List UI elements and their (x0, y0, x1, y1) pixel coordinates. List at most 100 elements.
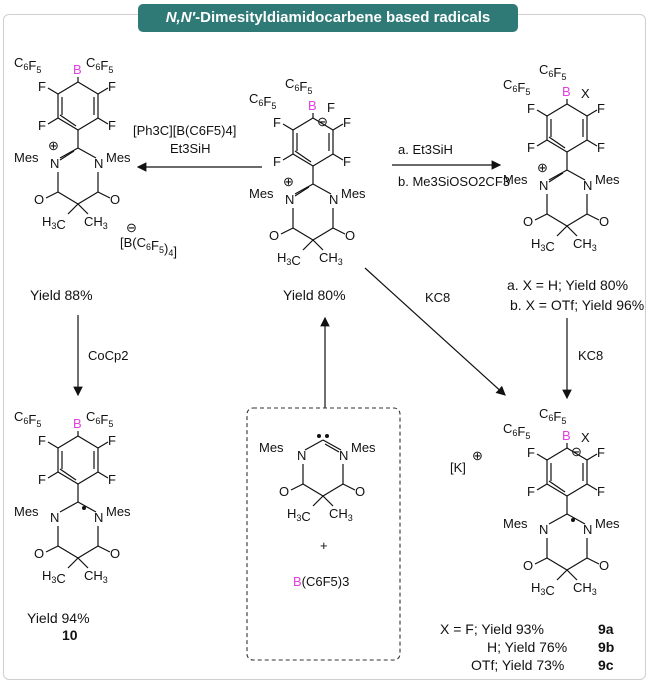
methyl: H3C (42, 568, 66, 586)
aryl-ring-bond (566, 447, 588, 461)
c6f5-group: C6F5 (539, 62, 566, 82)
methyl: H3C (531, 236, 555, 254)
methyl: H3C (277, 250, 301, 268)
fluorine: F (597, 484, 605, 499)
ring-bond (322, 483, 344, 497)
carbonyl-bond (586, 557, 600, 565)
mesityl: Mes (106, 150, 131, 165)
nitrogen: N (329, 192, 338, 207)
counterion-borate: [B(C6F5)4] (120, 235, 177, 259)
carbonyl-bond (586, 213, 600, 221)
oxygen: O (345, 228, 355, 243)
ring-bond (77, 501, 97, 513)
aryl-ring-bond (57, 117, 79, 131)
methyl-bond (556, 225, 568, 237)
boron-atom: B (562, 428, 571, 443)
fluorine: F (527, 101, 535, 116)
c-f-bond (536, 483, 548, 491)
aryl-ring-bond (77, 117, 99, 131)
ring-bond (302, 483, 324, 497)
fluorine: F (108, 79, 116, 94)
methyl-bond (566, 225, 578, 237)
ring-bond (59, 501, 79, 513)
mesityl: Mes (249, 186, 274, 201)
positive-charge: ⊕ (283, 174, 294, 189)
oxygen: O (523, 558, 533, 573)
oxygen: O (269, 228, 279, 243)
aryl-ring-bond (77, 81, 99, 95)
mesityl: Mes (595, 172, 620, 187)
caption-br-3: OTf; Yield 73% (471, 657, 564, 673)
oxygen: O (355, 484, 365, 499)
boron-atom: B (308, 98, 317, 113)
caption-br-1: X = F; Yield 93% (440, 621, 544, 637)
c-f-bond (332, 153, 344, 161)
fluorine: F (527, 140, 535, 155)
mesityl: Mes (106, 504, 131, 519)
c-f-bond (47, 471, 59, 479)
aryl-double-bond (294, 150, 312, 163)
boron-atom: B (73, 62, 82, 77)
carbene-lone-pair (325, 434, 329, 438)
methyl-bond (566, 569, 578, 581)
nitrogen: N (50, 156, 59, 171)
mesityl: Mes (259, 440, 284, 455)
ring-bond (566, 169, 586, 181)
aryl-double-bond (59, 468, 77, 481)
fluorine: F (527, 445, 535, 460)
boron-atom: B (562, 84, 571, 99)
negative-charge: ⊖ (571, 444, 582, 459)
nitrogen: N (50, 510, 59, 525)
c6f5-group: C6F5 (503, 421, 530, 441)
nitrogen: N (339, 448, 348, 463)
fluorine: F (527, 484, 535, 499)
methyl: CH3 (84, 568, 108, 585)
aryl-ring-bond (77, 435, 99, 449)
reagent-down-left: CoCp2 (88, 348, 128, 363)
aryl-ring-bond (566, 483, 588, 497)
oxygen: O (599, 214, 609, 229)
mesityl: Mes (503, 172, 528, 187)
methyl-bond (77, 557, 89, 569)
fluorine: F (343, 154, 351, 169)
fluorine: F (108, 433, 116, 448)
methyl: CH3 (329, 506, 353, 523)
boron-substituent: X (581, 86, 590, 101)
ring-bond (566, 213, 588, 227)
methyl-bond (67, 203, 79, 215)
carbonyl-bond (45, 191, 59, 199)
c-f-bond (47, 441, 59, 449)
reagent-left-1: [Ph3C][B(C6F5)4] (133, 123, 236, 138)
nitrogen: N (297, 448, 306, 463)
c6f5-group: C6F5 (249, 91, 276, 111)
methyl: CH3 (84, 214, 108, 231)
positive-charge: ⊕ (537, 160, 548, 175)
oxygen: O (279, 484, 289, 499)
aryl-ring-bond (312, 117, 334, 131)
caption-right-b: b. X = OTf; Yield 96% (510, 297, 644, 313)
reagent-left-2: Et3SiH (170, 141, 210, 156)
ring-bond (546, 213, 568, 227)
carbonyl-bond (342, 483, 356, 491)
aryl-ring-bond (57, 471, 79, 485)
aryl-double-bond (548, 136, 566, 149)
ring-bond (57, 545, 79, 559)
fluorine: F (108, 118, 116, 133)
c6f5-group: C6F5 (14, 409, 41, 429)
fluorine: F (597, 140, 605, 155)
fluorine: F (273, 154, 281, 169)
aryl-ring-bond (57, 435, 79, 449)
imine-double-bond (294, 186, 310, 197)
methyl-bond (67, 557, 79, 569)
oxygen: O (523, 214, 533, 229)
reagent-right-b: b. Me3SiOSO2CF3 (398, 174, 510, 189)
aryl-ring-bond (546, 139, 568, 153)
c-f-bond (332, 123, 344, 131)
mesityl: Mes (341, 186, 366, 201)
caption-bl-yield: Yield 94% (27, 610, 90, 626)
fluorine: F (597, 445, 605, 460)
c-f-bond (47, 117, 59, 125)
aryl-ring-bond (292, 153, 314, 167)
negative-charge: ⊖ (126, 220, 137, 235)
